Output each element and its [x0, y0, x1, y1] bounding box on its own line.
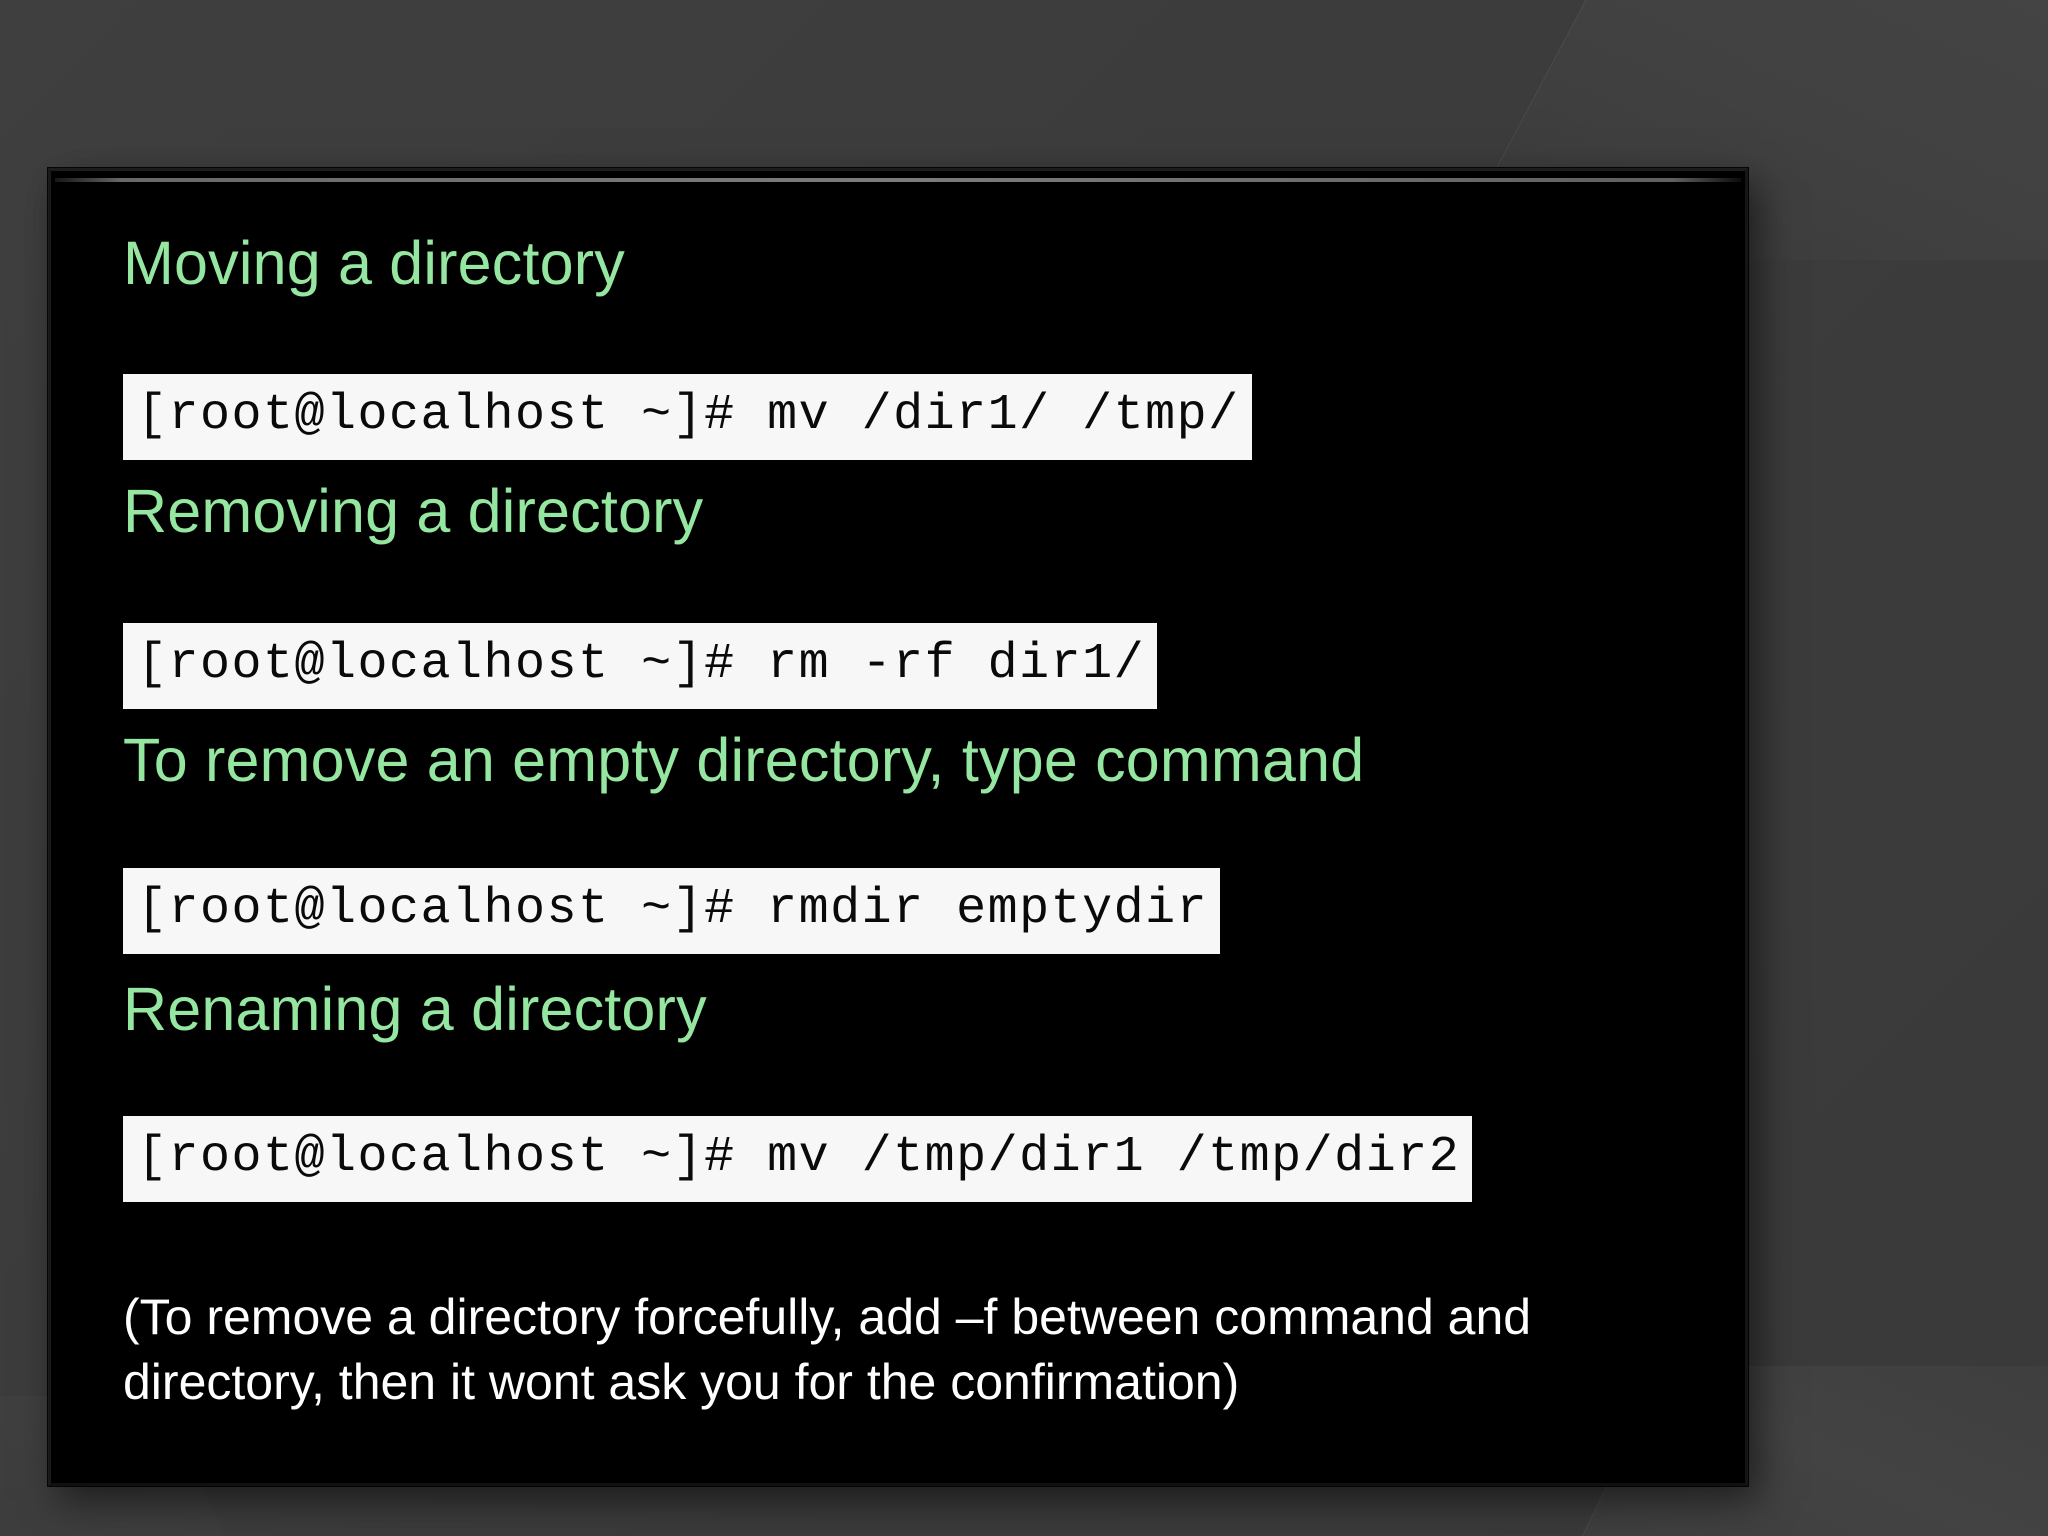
- command-text-renaming: [root@localhost ~]# mv /tmp/dir1 /tmp/di…: [123, 1116, 1473, 1202]
- heading-text-moving: Moving a directory: [123, 229, 625, 297]
- command-box-empty-directory: [root@localhost ~]# rmdir emptydir: [123, 868, 1221, 954]
- footnote-text: (To remove a directory forcefully, add –…: [123, 1289, 1532, 1410]
- heading-text-renaming: Renaming a directory: [123, 975, 707, 1043]
- command-text-empty-directory: [root@localhost ~]# rmdir emptydir: [123, 868, 1221, 954]
- heading-text-removing: Removing a directory: [123, 477, 704, 545]
- command-box-moving: [root@localhost ~]# mv /dir1/ /tmp/: [123, 374, 1252, 460]
- background-facet-top-strip: [1628, 0, 2048, 14]
- section-heading-renaming: Renaming a directory: [123, 977, 707, 1041]
- command-text-moving: [root@localhost ~]# mv /dir1/ /tmp/: [123, 374, 1252, 460]
- section-heading-moving: Moving a directory: [123, 231, 625, 295]
- section-heading-removing: Removing a directory: [123, 479, 703, 543]
- slide-content: Moving a directory [root@localhost ~]# m…: [51, 171, 1745, 1483]
- command-box-removing: [root@localhost ~]# rm -rf dir1/: [123, 623, 1158, 709]
- slide-panel: Moving a directory [root@localhost ~]# m…: [48, 168, 1748, 1486]
- command-text-removing: [root@localhost ~]# rm -rf dir1/: [123, 623, 1158, 709]
- heading-text-empty-directory: To remove an empty directory, type comma…: [123, 726, 1365, 794]
- command-box-renaming: [root@localhost ~]# mv /tmp/dir1 /tmp/di…: [123, 1116, 1473, 1202]
- section-heading-empty-directory: To remove an empty directory, type comma…: [123, 728, 1364, 792]
